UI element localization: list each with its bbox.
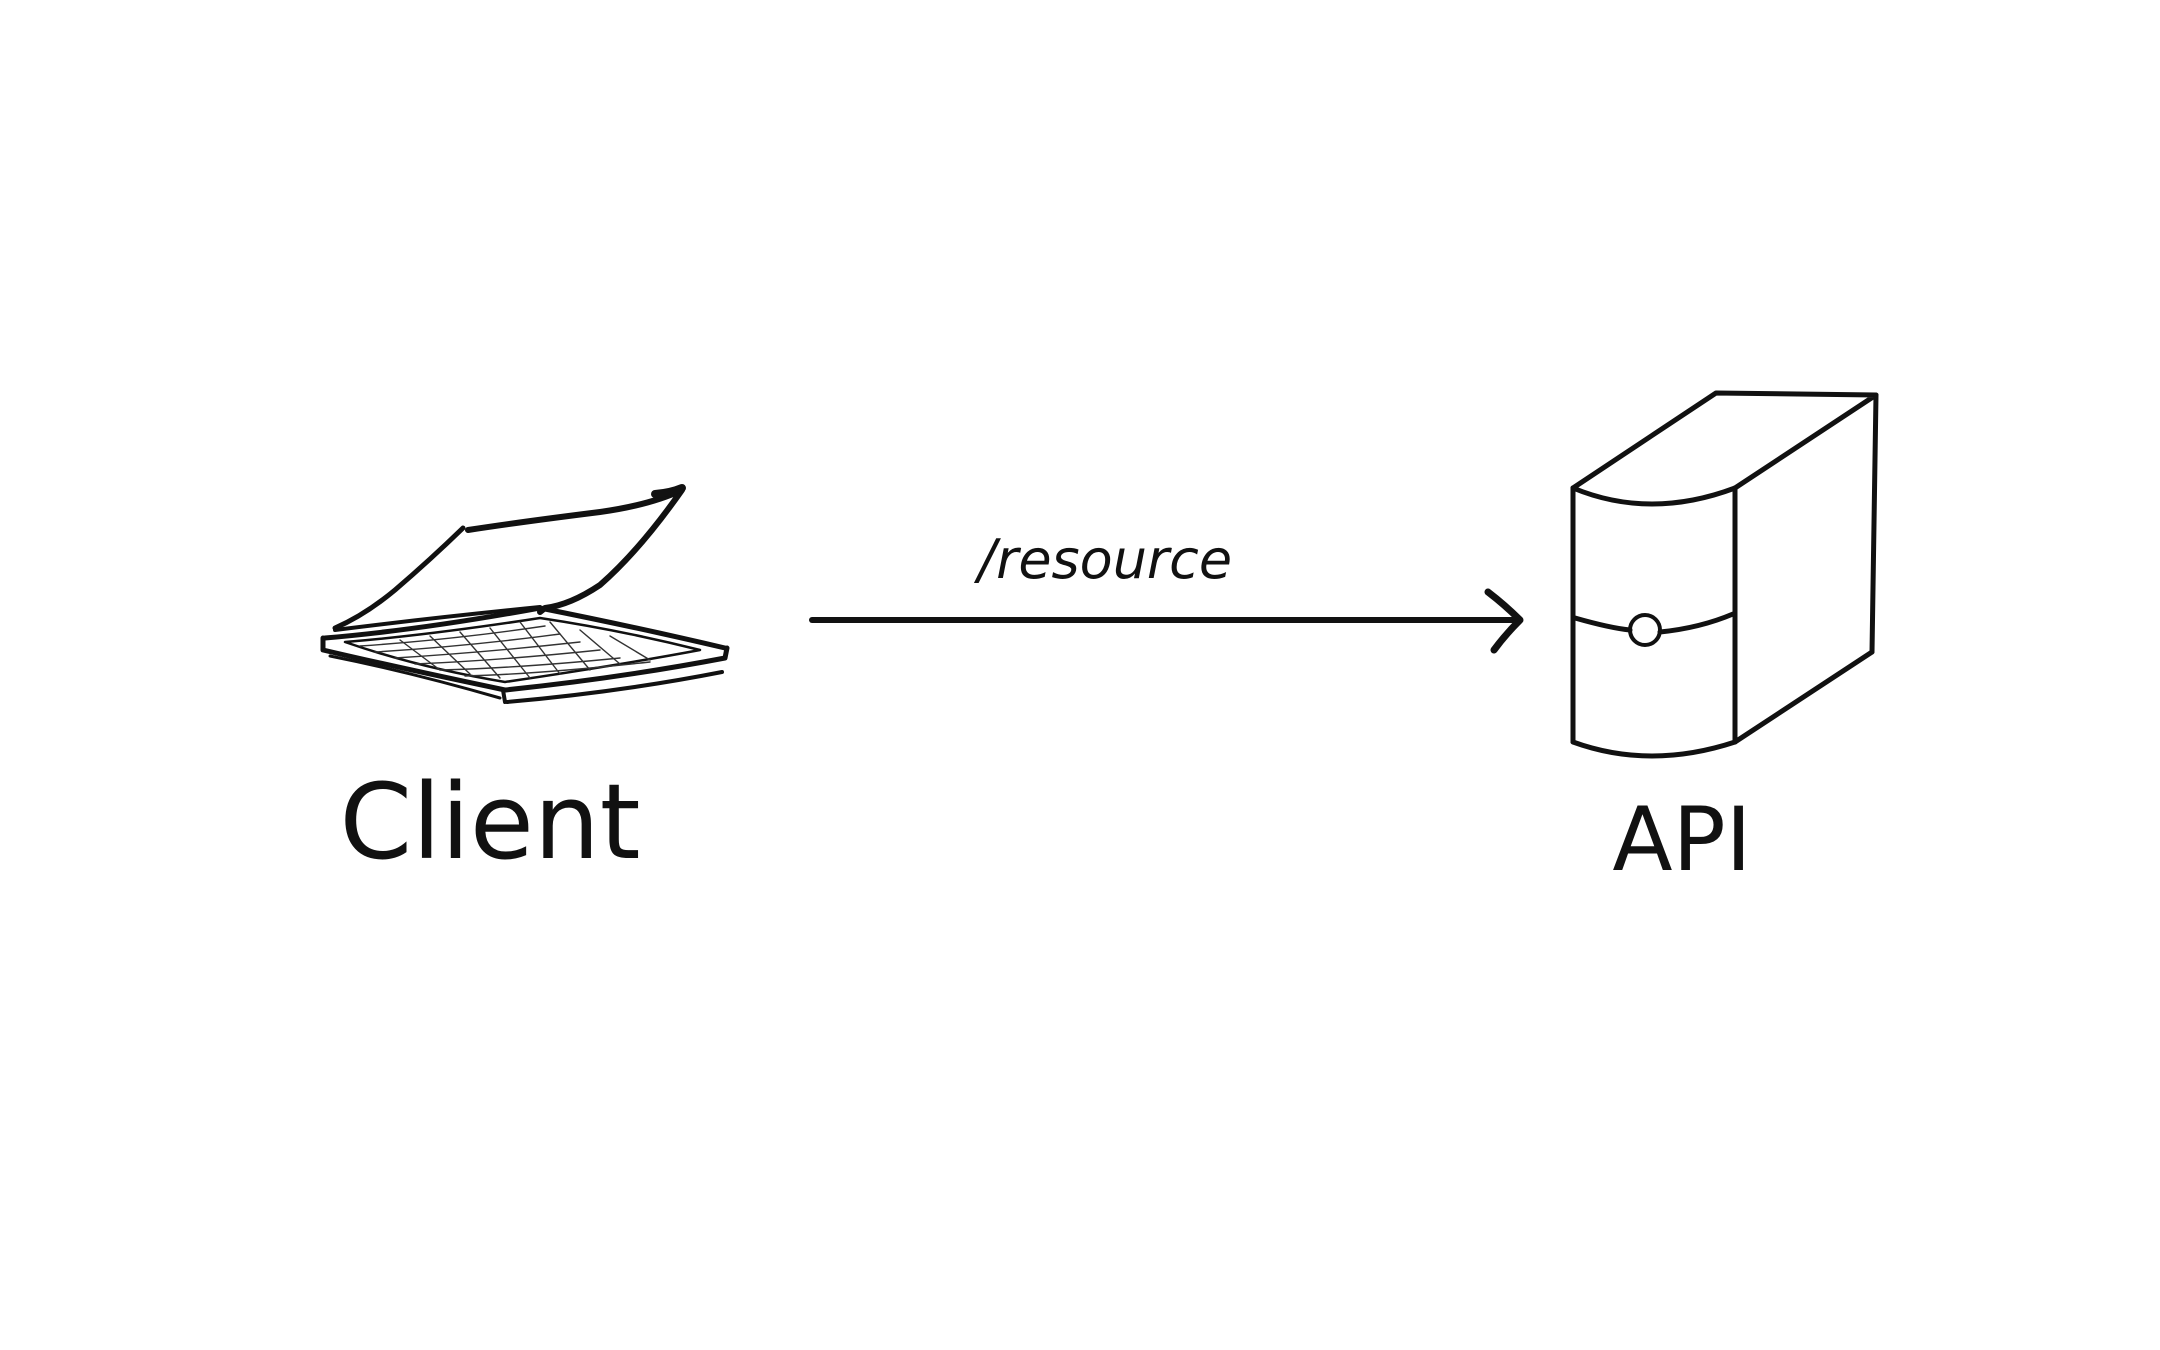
power-button-icon (1628, 613, 1662, 647)
request-arrow (809, 588, 1524, 654)
server-tower-icon (1570, 390, 1879, 759)
node-label-client: Client (339, 761, 640, 883)
arrow-shaft (809, 616, 1520, 623)
edge-label-resource: /resource (974, 528, 1232, 591)
laptop-icon (320, 484, 730, 704)
arrow-head (1484, 588, 1524, 654)
node-label-api: API (1612, 788, 1751, 891)
